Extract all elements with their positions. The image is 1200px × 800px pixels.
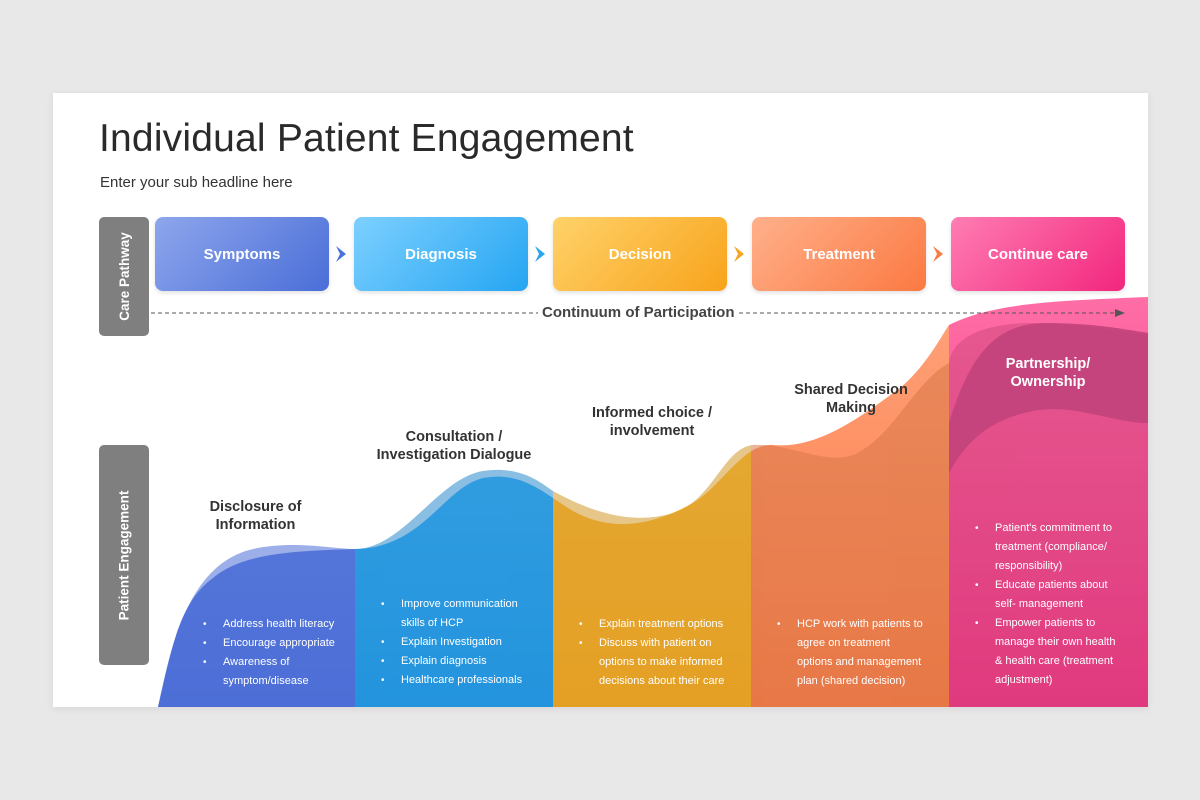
stage-title-text: Shared Decision Making	[794, 382, 908, 416]
list-item: Address health literacy	[203, 615, 353, 634]
stage-bullets-partnership: Patient's commitment to treatment (compl…	[975, 519, 1145, 690]
step-diagnosis: Diagnosis	[354, 217, 528, 291]
stage-title-text: Partnership/ Ownership	[1005, 356, 1091, 390]
stage-bullets-disclosure: Address health literacy Encourage approp…	[203, 615, 353, 691]
list-item: Discuss with patient on options to make …	[579, 634, 749, 691]
patient-engagement-label: Patient Engagement	[99, 445, 149, 665]
patient-engagement-text: Patient Engagement	[116, 490, 132, 620]
stage-title-text: Informed choice / involvement	[591, 405, 713, 439]
step-symptoms: Symptoms	[155, 217, 329, 291]
list-item: Explain diagnosis	[381, 652, 551, 671]
list-item: Empower patients to manage their own hea…	[975, 614, 1145, 690]
stage-title-disclosure: Disclosure of Information	[193, 498, 318, 534]
step-decision: Decision	[553, 217, 727, 291]
stage-title-informed-choice: Informed choice / involvement	[579, 404, 725, 440]
list-item: Healthcare professionals	[381, 671, 551, 690]
stage-title-shared-decision: Shared Decision Making	[781, 381, 921, 417]
list-item: Patient's commitment to treatment (compl…	[975, 519, 1145, 576]
stage-title-partnership: Partnership/ Ownership	[988, 355, 1108, 391]
stage-title-text: Disclosure of Information	[209, 499, 302, 533]
page-subtitle: Enter your sub headline here	[100, 174, 293, 191]
list-item: Educate patients about self- management	[975, 576, 1145, 614]
stage-bullets-shared-decision: HCP work with patients to agree on treat…	[777, 615, 947, 691]
step-treatment: Treatment	[752, 217, 926, 291]
stage-title-consultation: Consultation / Investigation Dialogue	[369, 428, 539, 464]
slide: Individual Patient Engagement Enter your…	[53, 93, 1148, 707]
continuum-label: Continuum of Participation	[538, 304, 739, 321]
care-pathway-label: Care Pathway	[99, 217, 149, 336]
list-item: Improve communication skills of HCP	[381, 595, 551, 633]
step-continue-care: Continue care	[951, 217, 1125, 291]
stage-bullets-consultation: Improve communication skills of HCP Expl…	[381, 595, 551, 690]
list-item: Explain Investigation	[381, 633, 551, 652]
chevron-right-icon	[535, 246, 545, 262]
chevron-right-icon	[336, 246, 346, 262]
stage-bullets-informed-choice: Explain treatment options Discuss with p…	[579, 615, 749, 691]
page-title: Individual Patient Engagement	[99, 117, 634, 160]
list-item: Encourage appropriate	[203, 634, 353, 653]
stage-title-text: Consultation / Investigation Dialogue	[376, 429, 532, 463]
list-item: Explain treatment options	[579, 615, 749, 634]
chevron-right-icon	[933, 246, 943, 262]
list-item: HCP work with patients to agree on treat…	[777, 615, 947, 691]
list-item: Awareness of symptom/disease	[203, 653, 353, 691]
chevron-right-icon	[734, 246, 744, 262]
